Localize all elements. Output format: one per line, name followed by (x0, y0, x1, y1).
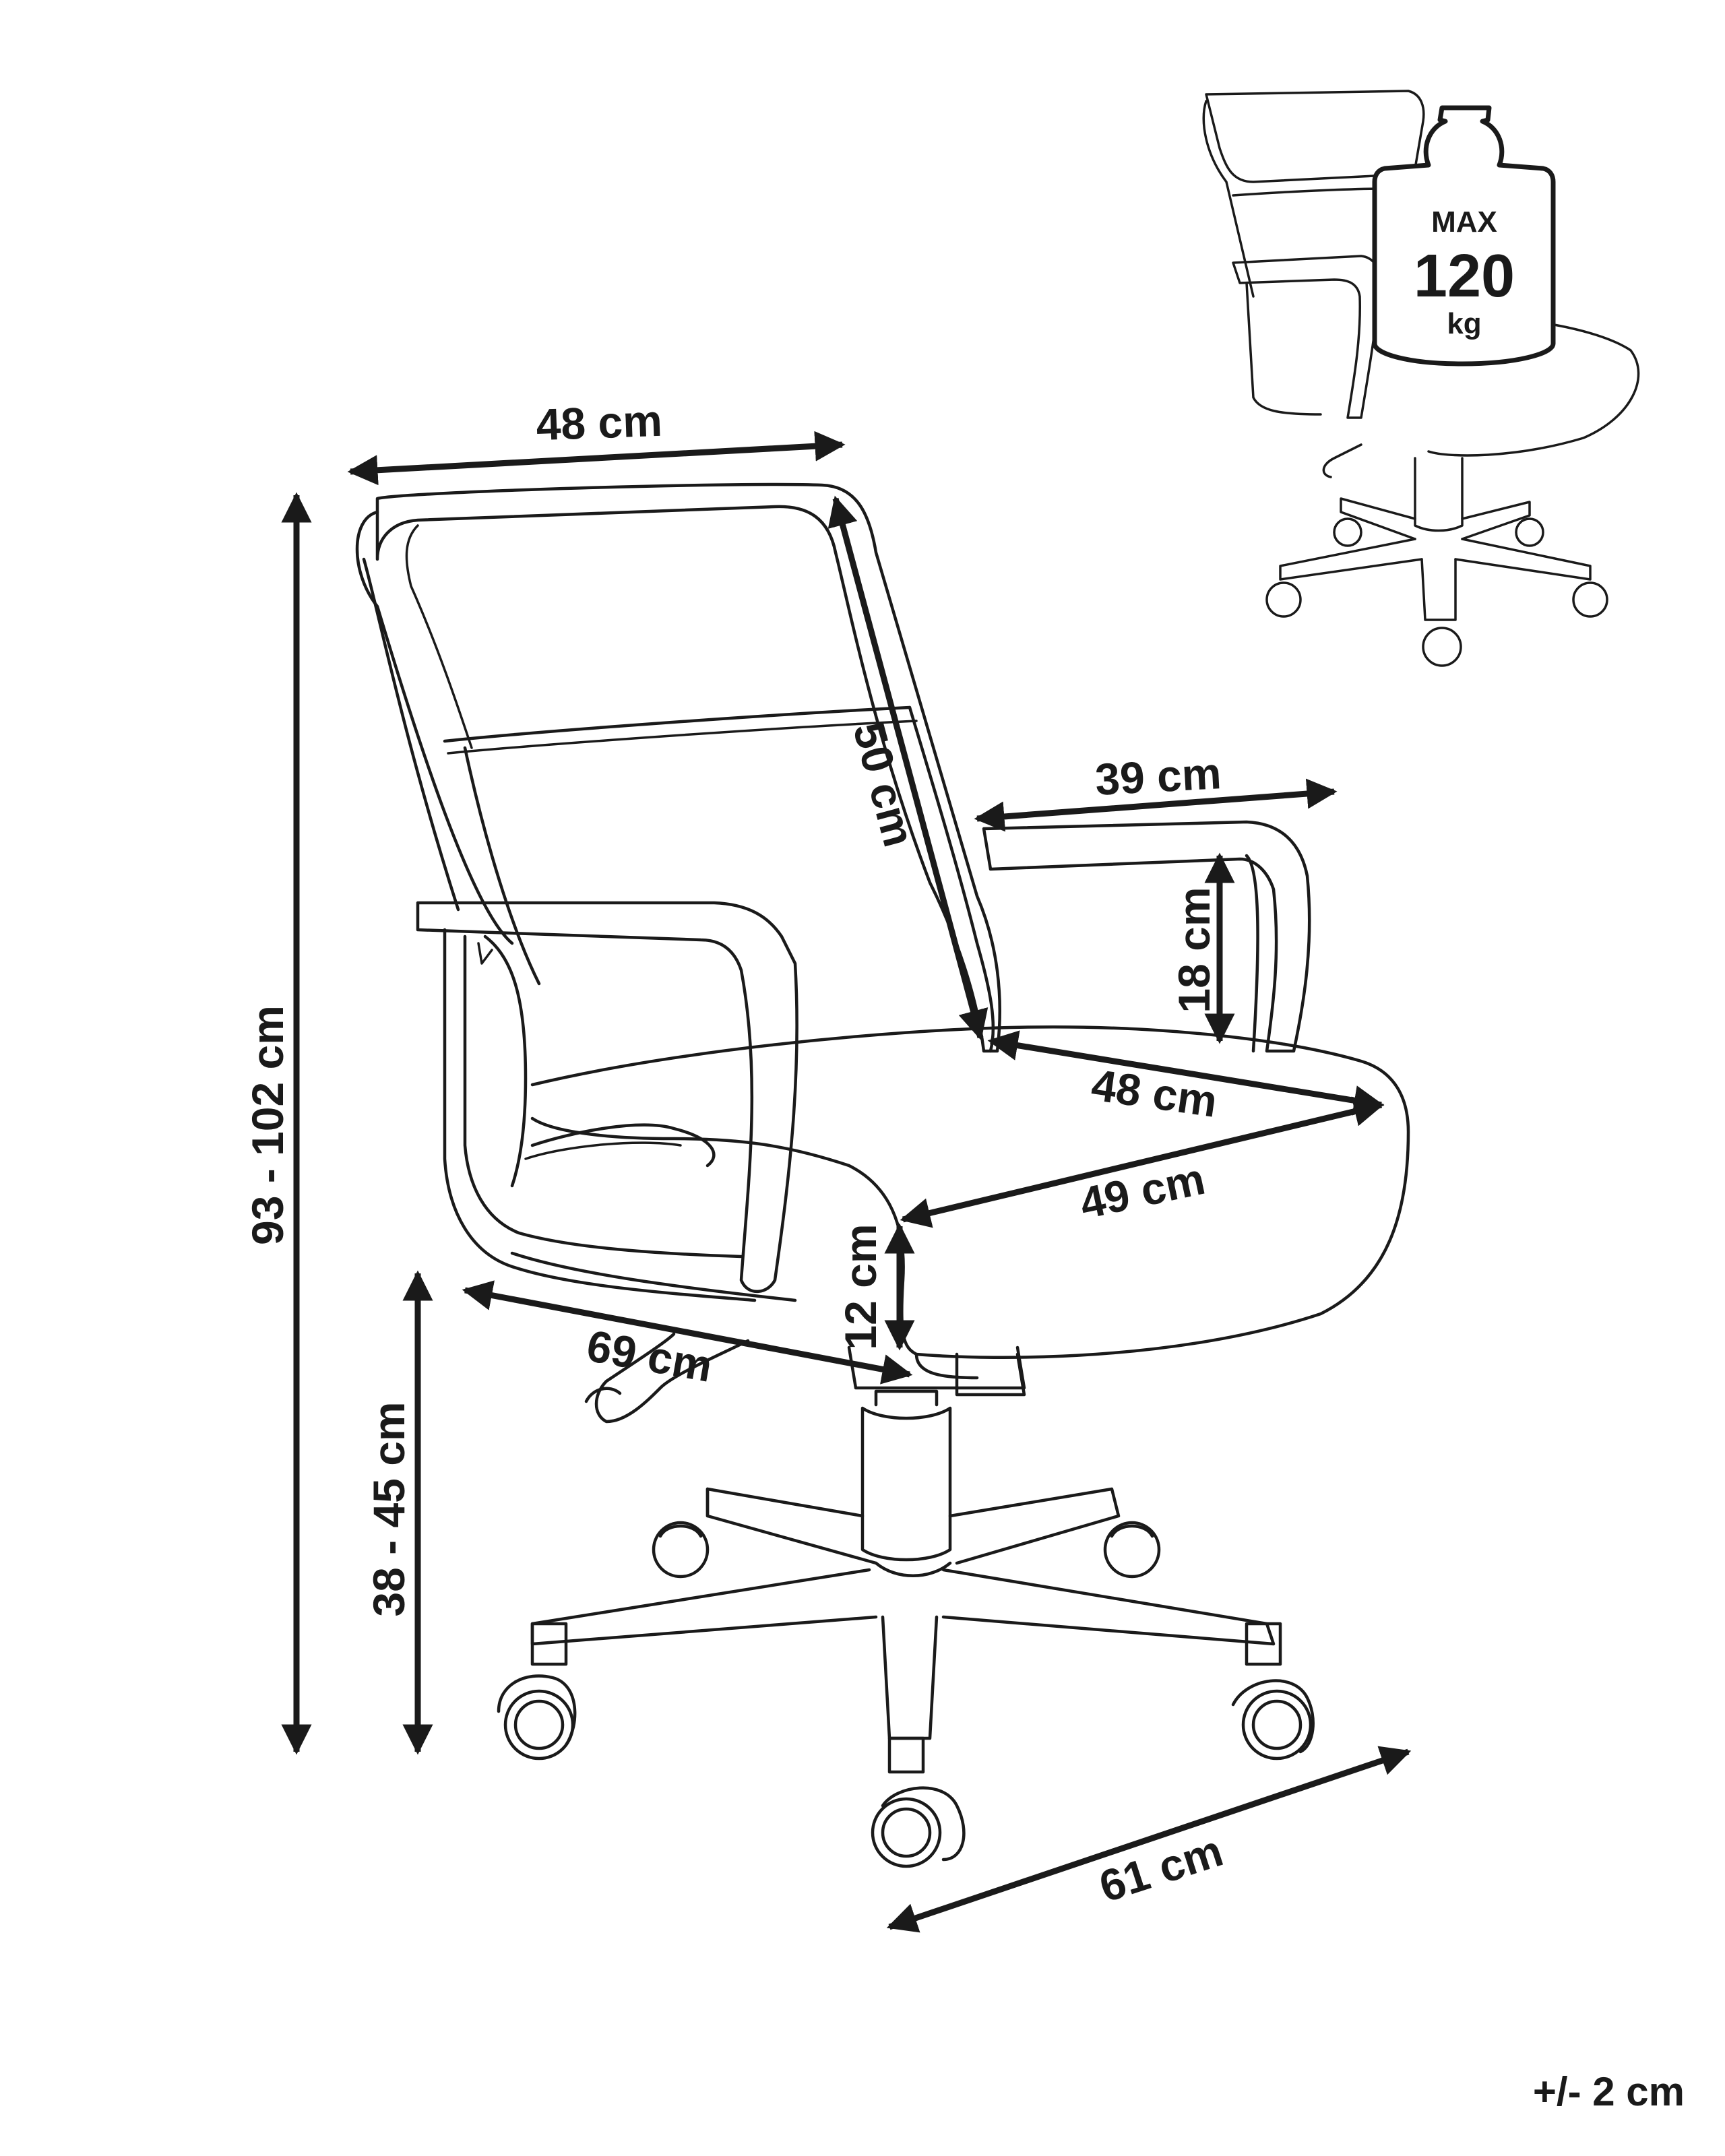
caster-left (497, 1622, 577, 1761)
overall-depth-arrow (462, 1280, 913, 1385)
backrest-height-arrow (827, 495, 989, 1041)
backrest-width-label: 48 cm (535, 395, 663, 449)
armrest-height-label: 18 cm (1169, 887, 1219, 1013)
max-load-inset: MAX 120 kg (1202, 90, 1640, 667)
seat-depth-label: 48 cm (1088, 1060, 1220, 1127)
armrest-length-arrow (974, 778, 1338, 832)
caster-front (871, 1736, 966, 1868)
total-height-label: 93 - 102 cm (243, 1005, 292, 1245)
seat-depth-arrow (987, 1030, 1385, 1116)
caster-back-right (1103, 1521, 1161, 1579)
weight-icon: MAX 120 kg (1372, 105, 1556, 367)
seat-width-arrow (900, 1096, 1385, 1228)
backrest-width-arrow (347, 431, 846, 486)
caster-back-left (652, 1521, 710, 1579)
max-load-value: 120 (1414, 243, 1515, 310)
max-load-label: MAX (1431, 205, 1497, 239)
seat-height-label: 38 - 45 cm (364, 1401, 414, 1616)
dimension-labels: 48 cm 50 cm 39 cm 18 cm 48 cm 49 cm 12 c… (243, 395, 1228, 1911)
tolerance-note: +/- 2 cm (1533, 2069, 1685, 2114)
max-load-unit: kg (1447, 307, 1481, 340)
seat-thickness-label: 12 cm (836, 1224, 885, 1350)
base-diameter-arrow (886, 1746, 1412, 1933)
armrest-length-label: 39 cm (1094, 748, 1222, 804)
dimension-arrows (281, 431, 1412, 1933)
chair-illustration (355, 482, 1410, 1868)
